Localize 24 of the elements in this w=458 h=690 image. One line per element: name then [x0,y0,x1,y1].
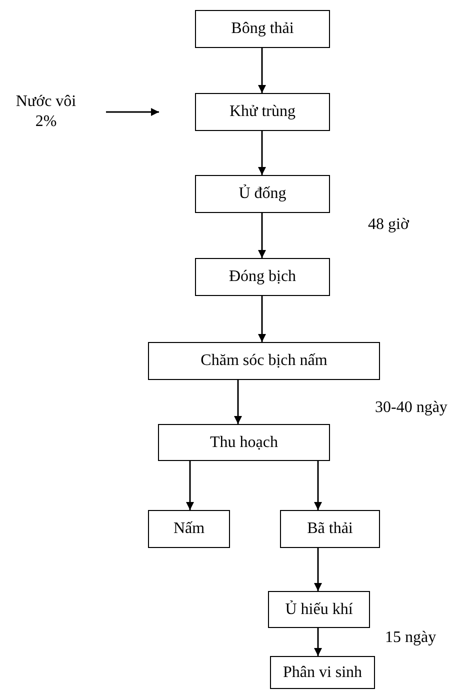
arrow [186,461,194,510]
process-box: Ủ hiếu khí [268,591,370,628]
arrow [234,380,242,424]
arrow [258,213,266,258]
duration-label: 30-40 ngày [375,398,448,418]
process-box: Chăm sóc bịch nấm [148,342,380,380]
input-label: Nước vôi 2% [6,90,86,134]
process-box: Phân vi sinh [270,656,375,689]
process-box: Nấm [148,510,230,548]
process-box: Ủ đống [195,175,330,213]
arrow [314,461,322,510]
process-box: Đóng bịch [195,258,330,296]
arrow [106,108,159,116]
arrow [314,548,322,591]
duration-label: 48 giờ [368,215,409,235]
arrow [314,628,322,656]
duration-label: 15 ngày [385,628,436,648]
arrow [258,131,266,175]
arrow [258,48,266,93]
process-box: Khử trùng [195,93,330,131]
process-box: Bông thải [195,10,330,48]
process-box: Bã thải [280,510,380,548]
arrow [258,296,266,342]
process-box: Thu hoạch [158,424,330,461]
